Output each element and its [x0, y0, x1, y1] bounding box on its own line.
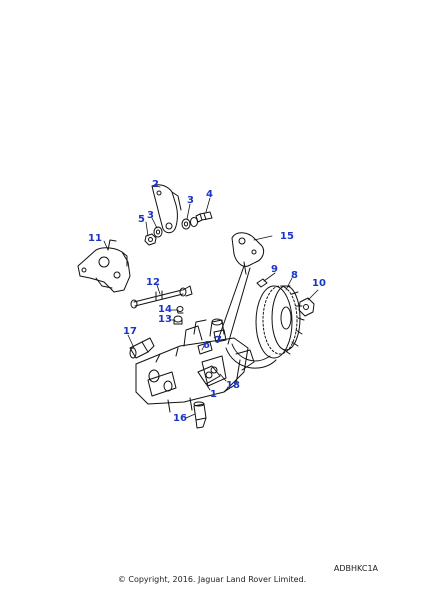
fitting-part-13 — [173, 315, 183, 325]
callout-17: 17 — [123, 326, 137, 337]
diagram-reference-code: ADBHKC1A — [333, 564, 378, 573]
injection-pump-body-part-1 — [135, 318, 255, 413]
copyright-notice: © Copyright, 2016. Jaguar Land Rover Lim… — [117, 575, 307, 584]
lever-part-6 — [197, 341, 213, 355]
callout-10: 10 — [312, 278, 326, 289]
callout-4: 4 — [206, 189, 213, 200]
nut-part-10 — [298, 297, 315, 317]
fitting-part-7 — [213, 329, 227, 343]
callout-5: 5 — [138, 214, 145, 225]
callout-11: 11 — [88, 233, 102, 244]
toothed-pulley-part-8 — [255, 285, 305, 359]
cover-plate-part-15 — [231, 232, 265, 275]
callout-2: 2 — [152, 179, 159, 190]
bracket-plate-part-11 — [77, 239, 131, 293]
callout-3a: 3 — [147, 210, 154, 221]
callout-1: 1 — [210, 389, 217, 400]
callout-6: 6 — [203, 340, 210, 351]
washers-part-3 — [153, 218, 191, 238]
callout-labels: 1 2 3 3 4 5 6 7 8 9 10 11 12 13 14 15 16… — [88, 179, 326, 424]
bracket-part-2 — [151, 184, 182, 234]
callout-13: 13 — [158, 314, 172, 325]
callout-9: 9 — [271, 264, 278, 275]
callout-7: 7 — [215, 335, 222, 346]
pipe-part-17 — [129, 337, 155, 359]
key-part-9 — [256, 278, 268, 288]
callout-16: 16 — [173, 413, 187, 424]
nut-part-5 — [144, 233, 157, 246]
bracket-part-18 — [201, 355, 227, 387]
timing-belt — [217, 265, 277, 369]
linkage-rod-part-12 — [130, 285, 193, 309]
callout-3b: 3 — [187, 195, 194, 206]
callout-14: 14 — [158, 304, 172, 315]
bolt-part-4 — [195, 211, 213, 223]
leader-lines — [103, 185, 319, 419]
callout-12: 12 — [146, 277, 160, 288]
callout-18: 18 — [226, 380, 240, 391]
sensor-part-16 — [193, 401, 207, 429]
callout-15: 15 — [280, 231, 294, 242]
callout-8: 8 — [291, 270, 298, 281]
